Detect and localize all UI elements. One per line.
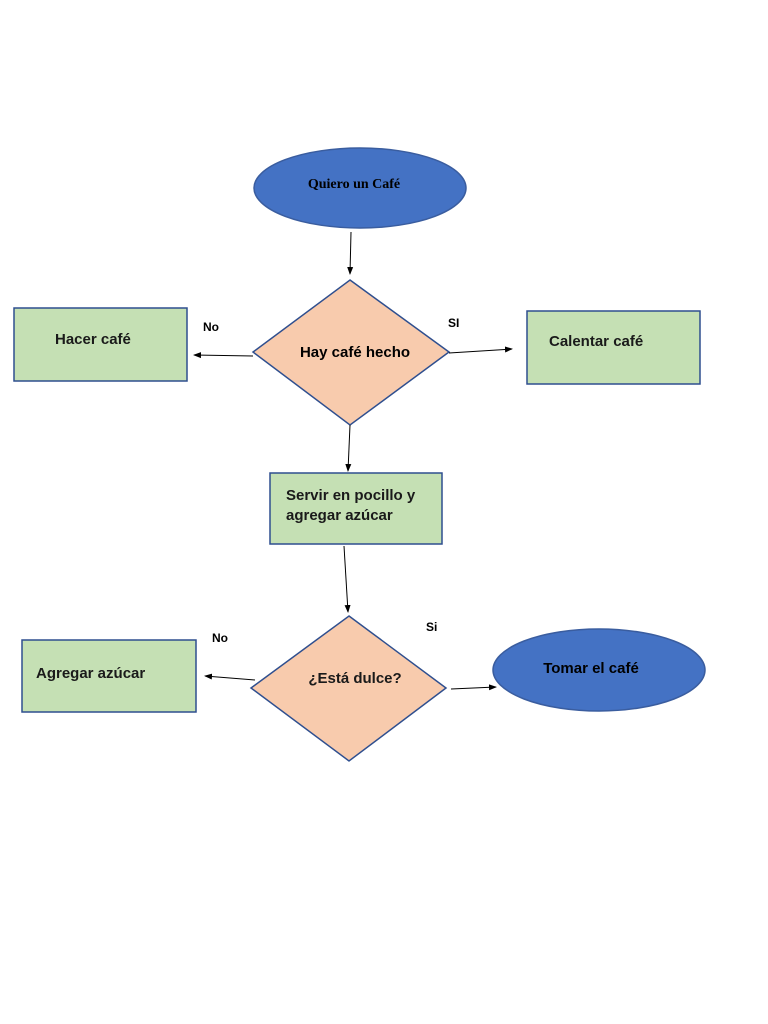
serve-label-line2: agregar azúcar [286, 507, 393, 524]
decision-sweet-label: ¿Está dulce? [308, 670, 401, 687]
add-sugar-box [21, 639, 197, 713]
make-coffee-label: Hacer café [55, 331, 131, 348]
arrow-decision-to-serve [345, 424, 352, 472]
arrow-sweet-yes [450, 684, 497, 691]
serve-label-line1: Servir en pocillo y [286, 487, 416, 504]
serve-box [269, 472, 443, 545]
start-oval [253, 147, 467, 229]
coffee-no-label: No [203, 320, 219, 334]
coffee-yes-label: SI [448, 316, 459, 330]
arrow-serve-to-decision [343, 545, 351, 613]
heat-coffee-box [526, 310, 701, 385]
drink-label: Tomar el café [543, 660, 639, 677]
heat-coffee-label: Calentar café [549, 333, 643, 350]
add-sugar-label: Agregar azúcar [36, 665, 145, 682]
decision-sweet-diamond [249, 615, 448, 762]
arrow-start-to-decision [347, 231, 354, 275]
arrow-sweet-no [204, 673, 256, 681]
sweet-yes-label: Si [426, 620, 437, 634]
drink-oval [492, 628, 706, 712]
sweet-no-label: No [212, 631, 228, 645]
arrow-coffee-yes [448, 346, 513, 354]
decision-coffee-label: Hay café hecho [300, 344, 410, 361]
arrow-coffee-no [193, 352, 254, 359]
make-coffee-box [13, 307, 188, 382]
start-label: Quiero un Café [308, 177, 400, 192]
